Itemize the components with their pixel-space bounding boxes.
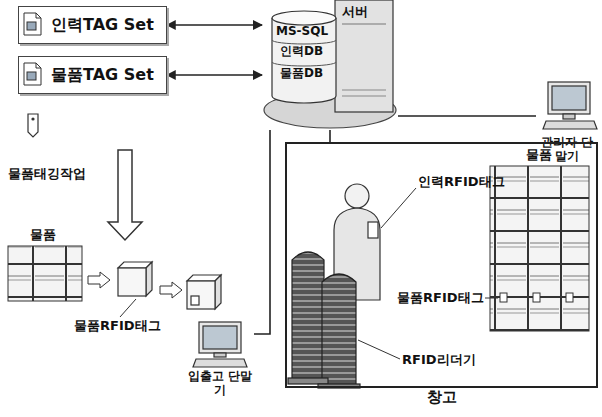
leader-line [358,340,400,359]
io-terminal: 입출고 단말기 [186,318,254,397]
node-text: MS-SQL [276,24,328,38]
tag-set-box: 인력TAG Set [18,6,167,44]
node-text: 서버 [342,5,368,19]
server-node: 서버 MS-SQL 인력DB 물품DB [262,0,398,130]
computer-icon [193,322,247,367]
network-connector [398,115,536,117]
document-icon [24,13,41,85]
node-text: 입출고 단말기 [186,369,254,397]
leader-line [381,188,416,228]
rfid-tags [500,293,573,302]
network-connector [254,130,270,334]
node-text: 창고 [287,388,596,406]
tagged-box [187,275,221,309]
computer-icon [543,82,597,129]
node-text: 인력DB [280,44,323,58]
server-illustration [264,0,396,128]
process-label: 물품태깅작업 [8,166,86,182]
network-connector [167,24,262,26]
tag-set-box: 물품TAG Set [18,56,167,94]
network-connector [329,130,331,142]
leader-line [120,299,136,317]
goods-label: 물품 [30,227,56,243]
goods-shelf [490,166,589,331]
node-text: 물품DB [280,66,323,80]
rfid-reader [288,252,360,388]
small-arrow [88,272,110,288]
node-text: 물품TAG Set [51,65,154,85]
goods-stack [8,246,82,301]
down-arrow [108,150,142,240]
goods-label: 물품 [526,147,552,163]
network-connector [167,74,262,76]
leader-line [485,298,498,299]
tag-label: 인력RFID태그 [418,174,505,190]
reader-label: RFID리더기 [402,352,476,368]
node-text: 인력TAG Set [51,15,154,35]
tag-label: 물품RFID태그 [397,290,484,306]
small-arrow [160,282,182,298]
tag-icon [28,114,38,137]
goods-box [118,262,152,296]
tag-label: 물품RFID태그 [74,318,161,334]
